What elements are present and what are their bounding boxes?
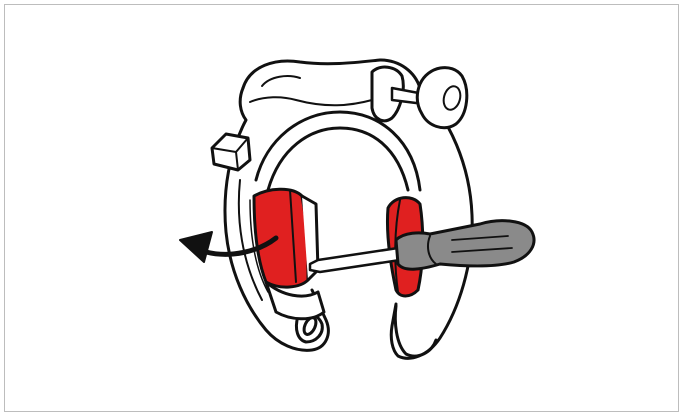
frame-lock-illustration xyxy=(0,0,683,416)
